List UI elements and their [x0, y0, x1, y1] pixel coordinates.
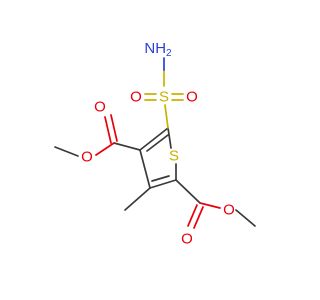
atom-o-carbonyl-lower: O	[181, 231, 193, 248]
bond-c2-c3-double	[146, 134, 169, 152]
bond-c3-carbonyl	[113, 142, 141, 151]
atom-o-carbonyl-upper: O	[94, 99, 106, 116]
molecule-structure: NH2 O S O O O S O O	[54, 40, 256, 248]
bond-carbonyl-upper-b	[110, 114, 118, 142]
bond-c5-carbonyl	[175, 179, 201, 204]
bond-carbonyl-lower-a	[187, 204, 198, 227]
atom-s-sulfonyl: S	[159, 89, 169, 106]
bond-c5-c4-double	[151, 175, 170, 182]
atom-o-ester-upper: O	[81, 149, 93, 166]
atom-o-ester-lower: O	[223, 202, 235, 219]
bond-c2-s-sulfonyl	[164, 104, 169, 129]
bond-c2-c3	[139, 127, 169, 151]
bond-c2-s	[167, 127, 172, 149]
atom-s-ring: S	[169, 148, 179, 165]
bond-lower-methyl	[235, 209, 256, 227]
bond-ester-lower	[199, 202, 221, 209]
bond-methyl	[124, 187, 151, 211]
bond-c4-c3	[139, 149, 151, 189]
atom-nh2: NH2	[144, 40, 172, 59]
atom-o-sulfonyl-left: O	[130, 89, 142, 106]
molecule-diagram: NH2 O S O O O S O O	[54, 39, 256, 248]
bond-carbonyl-upper-a	[104, 116, 112, 144]
bond-c5-c4	[149, 179, 177, 189]
atom-o-sulfonyl-right: O	[186, 89, 198, 106]
bond-upper-methyl	[54, 146, 79, 157]
bond-carbonyl-lower-b	[193, 206, 204, 229]
bond-ester-upper	[95, 142, 115, 156]
